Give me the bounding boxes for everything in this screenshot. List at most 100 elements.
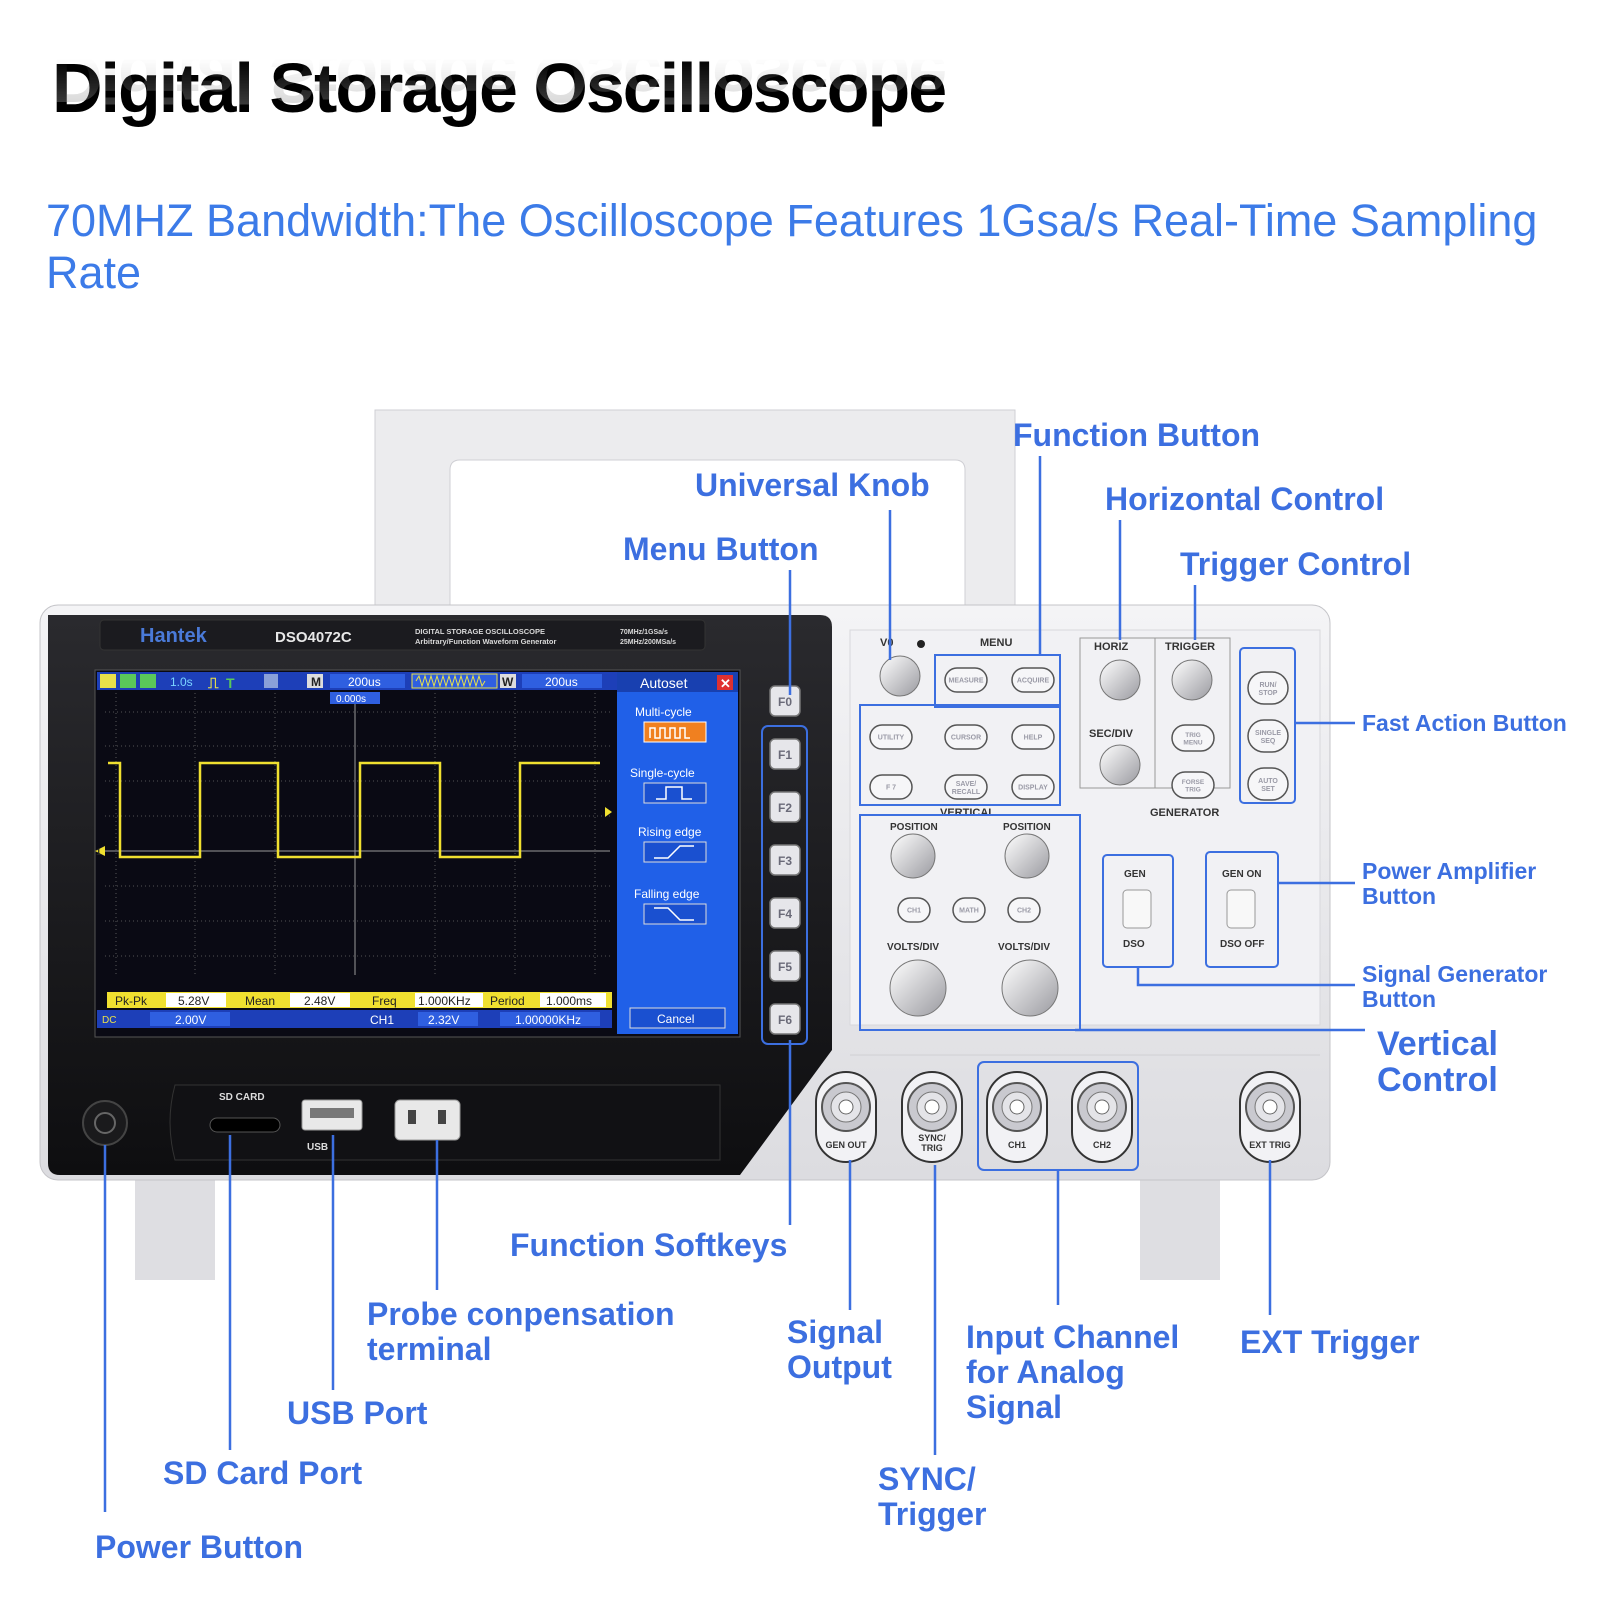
svg-text:SET: SET [1261, 786, 1275, 793]
svg-text:MENU: MENU [980, 637, 1012, 649]
svg-text:Rising edge: Rising edge [638, 825, 702, 839]
softkey-f1[interactable]: F1 [769, 738, 801, 770]
svg-text:70MHz/1GSa/s: 70MHz/1GSa/s [620, 629, 668, 636]
model-name: DSO4072C [275, 629, 352, 646]
svg-text:200us: 200us [348, 675, 381, 689]
svg-text:2.32V: 2.32V [428, 1013, 459, 1027]
svg-text:Cancel: Cancel [657, 1012, 694, 1026]
svg-text:UTILITY: UTILITY [878, 735, 905, 742]
svg-text:TRIG: TRIG [1185, 787, 1201, 794]
cursor-button[interactable]: CURSOR [944, 724, 988, 750]
svg-text:VERTICAL: VERTICAL [940, 807, 995, 819]
carry-handle [374, 409, 1016, 606]
bnc-sync-trig[interactable]: SYNC/TRIG [901, 1071, 963, 1163]
svg-text:F6: F6 [778, 1013, 792, 1027]
svg-text:GEN OUT: GEN OUT [825, 1140, 867, 1150]
math-button[interactable]: MATH [952, 897, 986, 923]
softkey-f5[interactable]: F5 [769, 950, 801, 982]
power-amp-switch [1226, 889, 1256, 929]
svg-text:SINGLE: SINGLE [1255, 730, 1281, 737]
callout-fast-action-button: Fast Action Button [1362, 710, 1567, 736]
svg-text:T: T [226, 675, 235, 691]
acquire-button[interactable]: ACQUIRE [1011, 667, 1055, 693]
svg-text:F2: F2 [778, 801, 792, 815]
vertical-button-group: CH1 MATH CH2 [897, 897, 1041, 923]
svg-text:F3: F3 [778, 854, 792, 868]
callout-sd-card-port: SD Card Port [163, 1455, 363, 1491]
utility-button[interactable]: UTILITY [869, 724, 913, 750]
leader-lines [103, 456, 1365, 1512]
softkey-f6[interactable]: F6 [769, 1003, 801, 1035]
svg-text:RUN/: RUN/ [1259, 682, 1276, 689]
callout-input-channel: Input Channel for Analog Signal [966, 1319, 1180, 1425]
svg-text:2.48V: 2.48V [304, 994, 335, 1008]
svg-text:RECALL: RECALL [952, 789, 981, 796]
power-button [82, 1100, 128, 1146]
svg-text:⎍: ⎍ [208, 675, 219, 692]
callout-menu-button: Menu Button [623, 531, 819, 567]
svg-text:HELP: HELP [1024, 735, 1043, 742]
trigger-level-knob [1171, 659, 1213, 701]
svg-text:DSO OFF: DSO OFF [1220, 939, 1264, 950]
bnc-gen-out[interactable]: GEN OUT [815, 1071, 877, 1163]
softkey-f4[interactable]: F4 [769, 897, 801, 929]
svg-text:Arbitrary/Function Waveform Ge: Arbitrary/Function Waveform Generator [415, 637, 556, 646]
save-recall-button[interactable]: SAVE/RECALL [944, 774, 988, 800]
svg-text:MATH: MATH [959, 908, 979, 915]
svg-text:STOP: STOP [1259, 690, 1278, 697]
svg-text:SYNC/: SYNC/ [918, 1133, 946, 1143]
display-button[interactable]: DISPLAY [1011, 774, 1055, 800]
svg-text:HORIZ: HORIZ [1094, 641, 1129, 653]
svg-text:SEC/DIV: SEC/DIV [1089, 728, 1134, 740]
svg-text:TRIG: TRIG [1185, 732, 1201, 739]
sd-card-slot [209, 1117, 281, 1133]
foot-right [1140, 1170, 1220, 1280]
svg-text:SEQ: SEQ [1261, 738, 1276, 745]
svg-text:EXT TRIG: EXT TRIG [1249, 1140, 1291, 1150]
svg-text:1: 1 [96, 847, 101, 857]
svg-text:2.00V: 2.00V [175, 1013, 206, 1027]
softkey-f3[interactable]: F3 [769, 844, 801, 876]
bnc-ch2[interactable]: CH2 [1071, 1071, 1133, 1163]
softkey-f2[interactable]: F2 [769, 791, 801, 823]
svg-text:TRIG: TRIG [921, 1143, 943, 1153]
softkey-f0[interactable]: F0 [769, 685, 801, 717]
svg-text:MEASURE: MEASURE [948, 678, 983, 685]
bnc-ch1[interactable]: CH1 [986, 1071, 1048, 1163]
callout-power-amplifier-button: Power Amplifier Button [1362, 858, 1537, 909]
svg-text:V0: V0 [880, 637, 893, 649]
callout-vertical-control: Vertical Control [1377, 1025, 1498, 1099]
svg-text:W: W [502, 675, 514, 689]
svg-text:SAVE/: SAVE/ [956, 781, 977, 788]
svg-text:CH1: CH1 [907, 908, 921, 915]
svg-text:1.0s: 1.0s [170, 675, 193, 689]
ch1-button[interactable]: CH1 [897, 897, 931, 923]
measure-button[interactable]: MEASURE [944, 667, 988, 693]
subtitle: 70MHZ Bandwidth:The Oscilloscope Feature… [46, 195, 1538, 298]
callout-function-button: Function Button [1013, 417, 1261, 453]
f-7-button[interactable]: F 7 [869, 774, 913, 800]
svg-text:CH1: CH1 [370, 1013, 394, 1027]
measurement-bar: Pk-Pk 5.28V Mean 2.48V Freq 1.000KHz Per… [107, 992, 612, 1008]
menu-title: Autoset [640, 675, 688, 691]
callout-sync-trigger: SYNC/ Trigger [878, 1461, 987, 1532]
run-stop-button[interactable]: RUN/STOP [1247, 671, 1289, 705]
close-icon: ✕ [720, 676, 731, 691]
svg-text:VOLTS/DIV: VOLTS/DIV [998, 942, 1050, 953]
svg-text:Single-cycle: Single-cycle [630, 766, 695, 780]
bnc-ext-trig[interactable]: EXT TRIG [1239, 1071, 1301, 1163]
svg-text:0.000s: 0.000s [336, 694, 366, 705]
waveform-grid [105, 693, 610, 975]
ch2-button[interactable]: CH2 [1007, 897, 1041, 923]
help-button[interactable]: HELP [1011, 724, 1055, 750]
autoset-menu: Autoset ✕ Multi-cycle Single-cycle Risin… [617, 672, 738, 1034]
svg-text:FORSE: FORSE [1182, 779, 1205, 786]
svg-text:F5: F5 [778, 960, 792, 974]
